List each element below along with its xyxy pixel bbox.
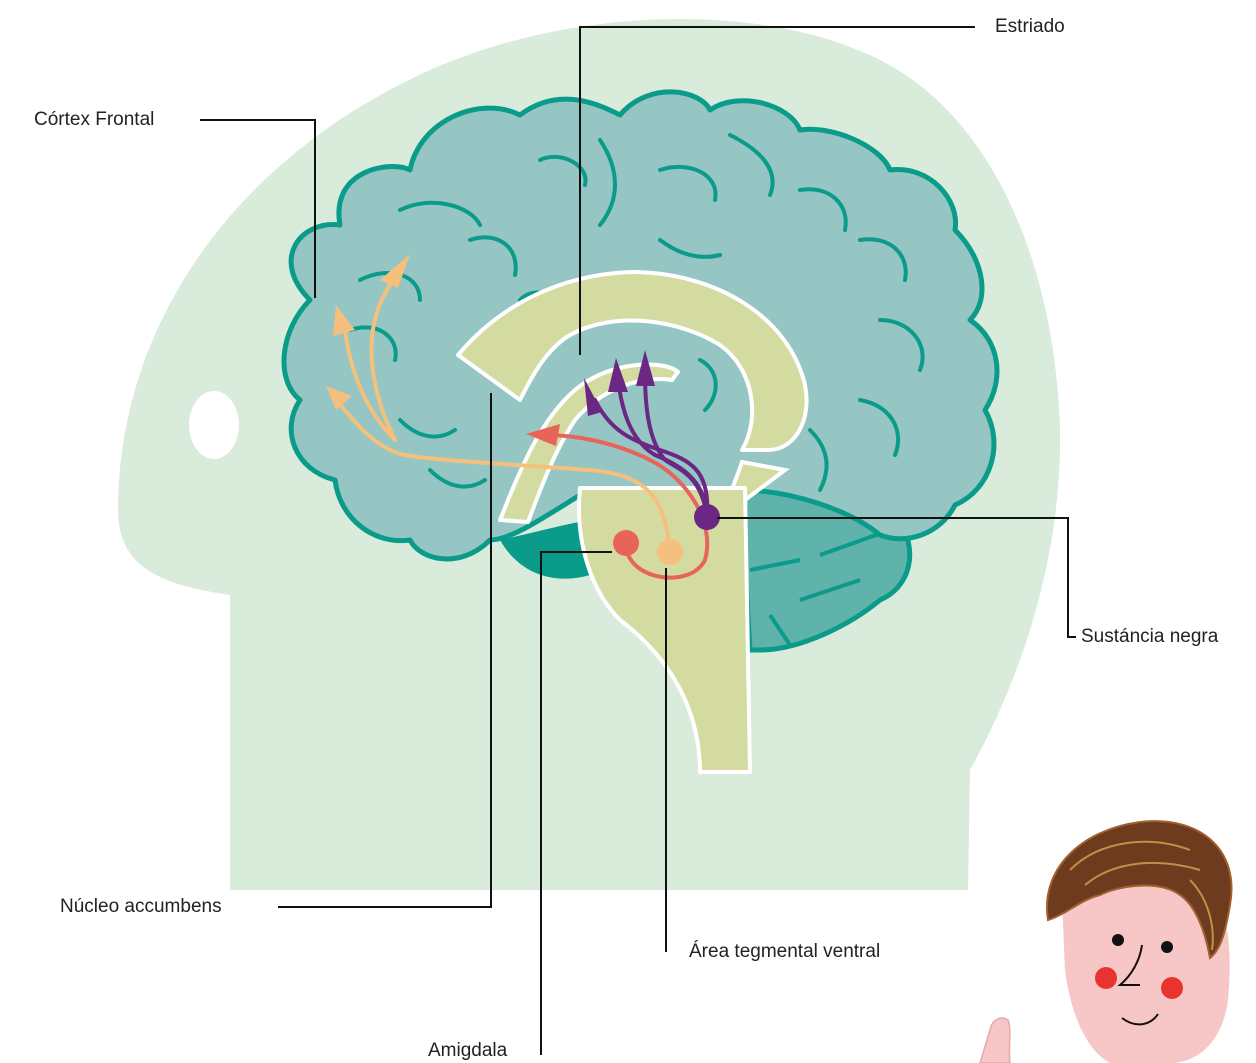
cartoon-character — [980, 821, 1232, 1063]
character-right-cheek — [1161, 977, 1183, 999]
label-area-tegmental-ventral: Área tegmental ventral — [689, 941, 880, 963]
label-nucleo-accumbens: Núcleo accumbens — [60, 896, 222, 918]
character-right-eye — [1161, 941, 1173, 953]
label-cortex-frontal: Córtex Frontal — [34, 109, 154, 131]
character-left-cheek — [1095, 967, 1117, 989]
label-estriado: Estriado — [995, 16, 1065, 38]
substantia-nigra-dot — [694, 504, 720, 530]
character-hand — [980, 1018, 1010, 1063]
label-amigdala: Amigdala — [428, 1040, 507, 1062]
eye-socket — [189, 391, 239, 459]
amygdala-dot — [613, 530, 639, 556]
character-left-eye — [1112, 934, 1124, 946]
label-sustancia-negra: Sustáncia negra — [1081, 626, 1218, 648]
vta-dot — [657, 539, 683, 565]
